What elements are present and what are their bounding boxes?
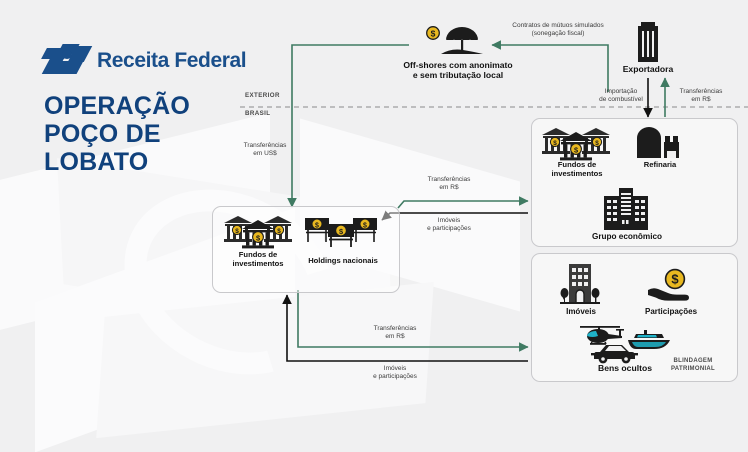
offshores-label-line1: Off-shores com anonimato [403,60,513,70]
operation-title-line2: POÇO DE LOBATO [44,120,161,176]
edge-transferencias-brl-meio [397,196,529,209]
edge-contratos-mutuos [491,40,609,92]
node-label-imoveis: Imóveis [566,307,596,316]
brand-header: Receita Federal OPERAÇÃO POÇO DE LOBATO [41,44,259,176]
receita-federal-logo: Receita Federal [41,44,259,78]
fundos-label-line1: Fundos de [238,250,278,259]
group-box-blindagem-patrimonial [531,253,738,382]
edge-label-line1: Transferências [243,142,287,149]
edge-label-line2: e participações [373,373,417,381]
helicopter-car-yacht-icon [580,326,670,364]
edge-label-transferencias-brl-exportadora: Transferências em R$ [672,88,730,104]
svg-text:$: $ [315,222,319,229]
fundos-label-line2: investimentos [551,169,603,179]
infographic-canvas: Receita Federal OPERAÇÃO POÇO DE LOBATO [35,22,748,452]
edge-transferencias-usd [287,44,409,208]
svg-text:$: $ [595,140,599,147]
edge-label-line1: Transferências [373,325,417,332]
svg-text:$: $ [339,227,343,236]
edge-label-importacao-combustivel: Importação de combustível [592,88,650,104]
svg-text:$: $ [671,271,679,286]
blindagem-patrimonial-badge: BLINDAGEM PATRIMONIAL [654,358,732,373]
receita-federal-logomark-icon [41,44,93,78]
residential-building-icon [560,264,600,304]
offshores-label-line2: e sem tributação local [412,70,504,81]
beach-umbrella-with-coin-icon: $ [426,26,483,54]
node-label-grupo-economico: Grupo econômico [591,232,663,241]
edge-label-line1: Contratos de mútuos simulados [512,22,604,29]
svg-text:$: $ [553,140,557,147]
badge-line1: BLINDAGEM [673,358,713,364]
corporate-skyscraper-icon [604,188,648,230]
svg-text:$: $ [256,233,260,242]
fundos-label-line2: investimentos [232,259,284,269]
edge-label-line1: Importação [604,88,638,95]
node-label-bens-ocultos: Bens ocultos [598,363,652,373]
edge-label-line2: em R$ [439,184,459,192]
edge-label-line1: Transferências [679,88,723,95]
edge-label-transferencias-usd: Transferências em US$ [232,142,298,158]
node-label-holdings: Holdings nacionais [308,256,378,265]
page-title: OPERAÇÃO POÇO DE LOBATO [44,92,259,176]
edge-imoveis-participacoes-baixo [282,294,528,362]
edge-label-contratos-mutuos: Contratos de mútuos simulados (sonegação… [498,22,618,38]
edge-label-line2: em R$ [691,96,711,104]
flow-connectors [240,40,748,362]
badge-line2: PATRIMONIAL [670,365,716,372]
edge-label-line2: de combustível [599,96,643,104]
node-label-refinaria: Refinaria [643,160,677,169]
office-tower-icon [638,22,658,62]
edge-label-line1: Imóveis [383,365,407,372]
node-label-exportadora: Exportadora [622,64,674,74]
edge-label-transferencias-brl-baixo: Transferências em R$ [350,325,440,341]
svg-text:$: $ [235,228,239,235]
edge-label-line2: (sonegação fiscal) [531,30,585,38]
refinery-tanks-icon [637,127,679,158]
edge-label-line2: e participações [427,225,471,233]
node-label-fundos-esquerda: Fundos de investimentos [216,250,300,268]
edge-label-line2: em US$ [253,150,277,158]
node-label-fundos-direita: Fundos de investimentos [534,160,620,178]
hand-holding-coin-icon: $ [648,268,689,301]
edge-transferencias-brl-baixo [297,290,529,352]
divider-label-brasil: BRASIL [245,110,271,117]
node-label-participacoes: Participações [644,307,698,316]
svg-text:$: $ [277,228,281,235]
edge-imoveis-participacoes-meio [381,210,528,221]
svg-text:$: $ [363,222,367,229]
svg-text:$: $ [431,28,436,38]
logo-wordmark: Receita Federal [97,49,247,72]
svg-text:$: $ [574,145,578,154]
market-stalls-with-coins-icon: $ $ $ [305,218,377,247]
node-label-offshores: Off-shores com anonimato e sem tributaçã… [378,60,538,81]
bank-buildings-with-coins-icon: $ $ $ [224,216,292,249]
edge-label-imoveis-participacoes-meio: Imóveis e participações [404,217,494,233]
bank-buildings-with-coins-icon: $ $ $ [542,128,610,161]
edge-label-transferencias-brl-meio: Transferências em R$ [404,176,494,192]
operation-title-line1: OPERAÇÃO [44,92,191,120]
edge-label-line1: Transferências [427,176,471,183]
fundos-label-line1: Fundos de [557,160,597,169]
edge-label-line1: Imóveis [437,217,461,224]
divider-label-exterior: EXTERIOR [245,92,280,99]
edge-label-line2: em R$ [385,333,405,341]
edge-label-imoveis-participacoes-baixo: Imóveis e participações [350,365,440,381]
